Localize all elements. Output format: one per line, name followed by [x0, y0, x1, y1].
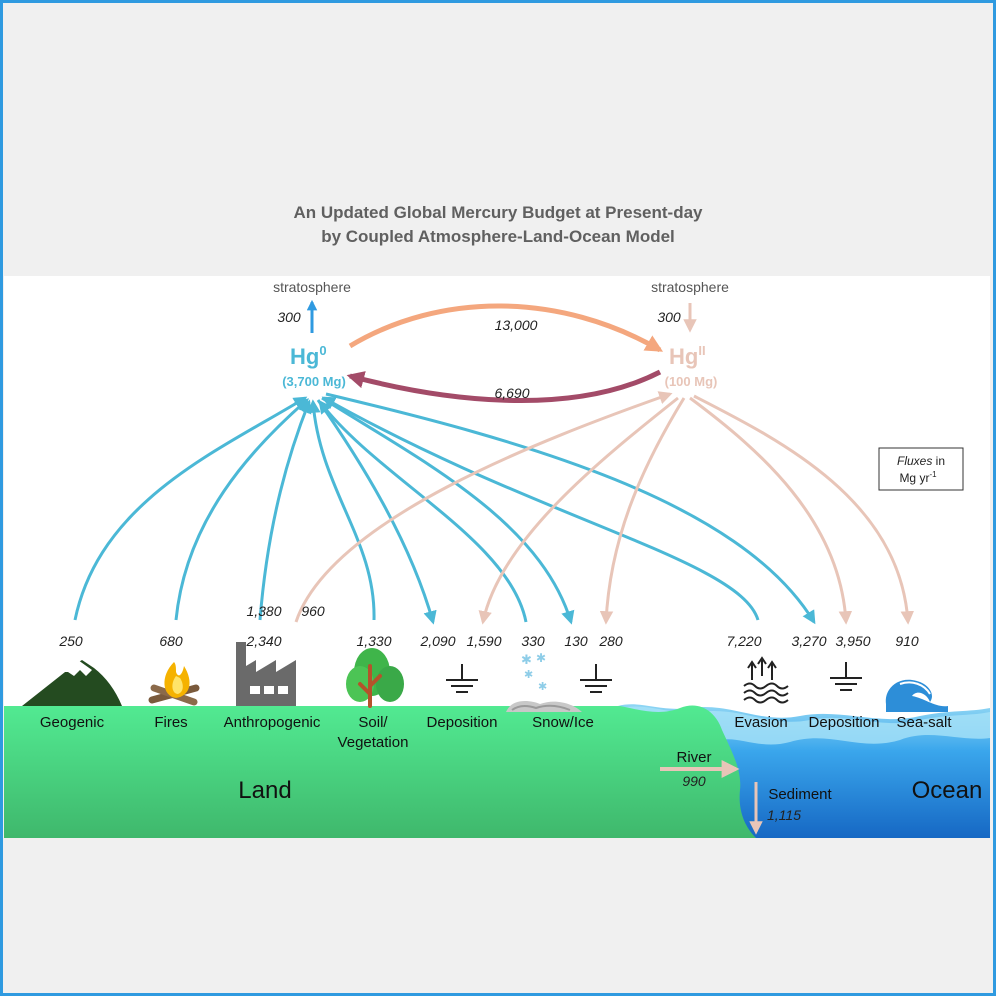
fire-icon [148, 662, 200, 706]
hg0-superscript: 0 [319, 343, 326, 358]
land-dep-hg0-arrow [316, 399, 437, 625]
legend-italic: Fluxes [897, 454, 932, 468]
snow-dep-hg2-arrow [599, 397, 686, 625]
flux-land-dep-hg2: 1,590 [466, 633, 501, 649]
oxidation-value: 13,000 [495, 317, 538, 333]
flux-soil: 1,330 [356, 633, 391, 649]
flux-seasalt: 910 [895, 633, 919, 649]
hg0-symbol: Hg [290, 344, 319, 369]
flux-sediment: 1,115 [767, 807, 801, 823]
land-dep-hg2-arrow [478, 396, 679, 625]
evasion-icon [743, 656, 789, 704]
hg0-mass: (3,700 Mg) [282, 374, 346, 389]
label-geogenic: Geogenic [40, 714, 105, 731]
flux-land-dep-hg0: 2,090 [419, 633, 455, 649]
legend-unit-sup: -1 [929, 470, 937, 479]
ocean-dep-hg2-arrow [689, 396, 853, 625]
stratosphere-left-value: 300 [277, 309, 301, 325]
label-anthropogenic: Anthropogenic [224, 714, 321, 731]
flux-snow-emission: 330 [521, 633, 545, 649]
label-fires: Fires [154, 714, 187, 731]
reduction-value: 6,690 [494, 385, 529, 401]
label-snow-ice: Snow/Ice [532, 714, 594, 731]
label-evasion: Evasion [734, 714, 787, 731]
seasalt-flux-arrow [693, 394, 915, 625]
flux-anthro-hg2: 960 [301, 603, 325, 619]
ground-icon-snow [580, 664, 612, 693]
legend-line-1: Fluxes in [897, 454, 945, 468]
wave-icon [885, 679, 948, 712]
mountain-icon [22, 660, 122, 706]
snow-emission-arrow [318, 399, 528, 623]
hg2-superscript: II [698, 343, 705, 358]
legend-rest: in [932, 454, 945, 468]
land-area [4, 705, 756, 838]
hg2-label: HgII [669, 343, 706, 369]
hg2-symbol: Hg [669, 344, 698, 369]
label-soil: Soil/ [358, 714, 388, 731]
hg2-mass: (100 Mg) [665, 374, 718, 389]
label-vegetation: Vegetation [338, 734, 409, 751]
flux-anthro-hg0: 2,340 [245, 633, 281, 649]
svg-text:✱: ✱ [536, 651, 546, 665]
snow-rock-icon [506, 701, 582, 712]
page-title: An Updated Global Mercury Budget at Pres… [0, 201, 996, 249]
anthro-hg2-flux-arrow [294, 391, 673, 623]
label-seasalt: Sea-salt [896, 714, 952, 731]
svg-text:✱: ✱ [524, 669, 533, 681]
flux-snow-dep-hg0: 130 [564, 633, 588, 649]
ground-icon-ocean [830, 662, 862, 691]
label-deposition-land: Deposition [427, 714, 498, 731]
snow-dep-hg0-arrow [321, 396, 575, 625]
label-river: River [676, 749, 711, 766]
reduction-arrow [346, 369, 662, 403]
snowflake-icon: ✱ ✱ ✱ ✱ [521, 651, 547, 693]
title-line-2: by Coupled Atmosphere-Land-Ocean Model [321, 227, 675, 246]
flux-fires: 680 [159, 633, 183, 649]
geogenic-flux-arrow [73, 396, 308, 621]
stratosphere-left-label: stratosphere [273, 279, 351, 295]
anthro-hg0-flux-arrow [258, 399, 312, 621]
stratosphere-right-label: stratosphere [651, 279, 729, 295]
flux-ocean-dep-hg2: 3,950 [835, 633, 870, 649]
flux-ocean-dep-hg0: 3,270 [791, 633, 826, 649]
ocean-dep-hg0-arrow [325, 392, 816, 625]
evasion-flux-arrow [321, 396, 760, 621]
legend-box [878, 447, 964, 491]
svg-text:✱: ✱ [538, 681, 547, 693]
title-line-1: An Updated Global Mercury Budget at Pres… [293, 203, 703, 222]
label-sediment: Sediment [768, 786, 832, 803]
hg0-label: Hg0 [290, 343, 327, 369]
label-deposition-ocean: Deposition [809, 714, 880, 731]
factory-icon [236, 642, 296, 706]
soil-flux-arrow [307, 399, 376, 621]
flux-snow-dep-hg2: 280 [598, 633, 623, 649]
ground-icon [446, 664, 478, 693]
stratosphere-right-value: 300 [657, 309, 681, 325]
land-label: Land [238, 777, 291, 804]
flux-evasion: 7,220 [726, 633, 761, 649]
ocean-label: Ocean [912, 777, 983, 804]
flux-river: 990 [682, 773, 706, 789]
oxidation-arrow [348, 303, 664, 353]
svg-text:✱: ✱ [521, 652, 532, 667]
legend-unit: Mg yr [899, 471, 929, 485]
fires-flux-arrow [174, 398, 310, 621]
flux-anthro-upper: 1,380 [246, 603, 281, 619]
flux-geogenic: 250 [58, 633, 83, 649]
tree-icon [346, 648, 404, 708]
legend-line-2: Mg yr-1 [899, 470, 937, 485]
